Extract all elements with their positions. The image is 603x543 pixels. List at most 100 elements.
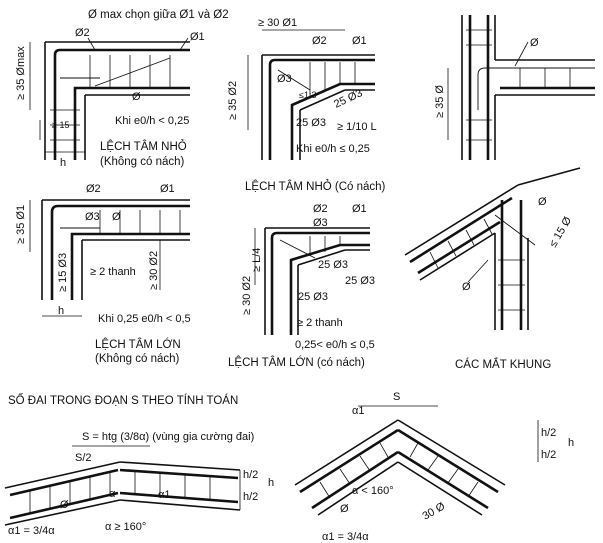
rafter-outline	[294, 419, 399, 486]
haunch-outline	[299, 89, 346, 111]
label-phi2: Ø2	[86, 183, 101, 195]
panel-steep-knee: S α1 h/2 h/2 h α < 160° Ø 30 Ø α1 = 3/4α	[294, 391, 574, 543]
rafter-rebar	[9, 491, 119, 520]
label-phi: Ø	[462, 281, 471, 293]
label-phi: Ø	[538, 196, 547, 208]
caption-4: LỆCH TÂM LỚN (có nách)	[228, 356, 365, 369]
stirrup	[447, 468, 459, 484]
dim-h2: h/2	[243, 491, 258, 503]
label-phi1: Ø1	[160, 183, 175, 195]
label-alpha: α	[109, 488, 116, 500]
leader-line	[514, 41, 529, 67]
caption-1: LỆCH TÂM NHỎ	[100, 140, 187, 153]
dim-h: h	[568, 437, 574, 449]
condition-alpha1: α1 = 3/4α	[322, 531, 369, 543]
anchor-bar	[279, 239, 316, 259]
label-phi2: Ø2	[312, 35, 327, 47]
label-phi: Ø	[132, 91, 141, 103]
panel-column-joint: Ø ≥ 35 Ø	[434, 15, 595, 160]
label-phi: Ø	[112, 211, 121, 223]
stirrup	[465, 229, 475, 246]
dim-ge30phi2: ≥ 30 Ø2	[241, 276, 253, 315]
panel-small-eccentricity-haunch: ≥ 30 Ø1 Ø2 Ø1 ≥ 35 Ø2 Ø3 ≤1:3 25 Ø3 25 Ø…	[227, 17, 386, 193]
stirrup	[319, 481, 331, 499]
haunch-outline	[297, 249, 346, 266]
dim-h2: h/2	[541, 449, 556, 461]
dim-h2: h/2	[541, 427, 556, 439]
bottom-rebar	[73, 86, 190, 160]
dim-le15phi: ≤ 15 Ø	[547, 215, 574, 250]
dim-25phi3: 25 Ø3	[318, 259, 348, 271]
label-phi: Ø	[60, 499, 69, 511]
dim-h2: h/2	[243, 469, 258, 481]
stirrup	[467, 481, 479, 498]
label-phi: Ø	[530, 37, 539, 49]
stirrup	[483, 218, 493, 235]
leader-line	[87, 37, 96, 51]
bottom-rebar	[70, 232, 190, 300]
dim-h: h	[58, 305, 64, 317]
rafter-outline	[4, 499, 121, 526]
dim-ge15phi3: ≥ 15 Ø3	[57, 253, 69, 292]
label-phi1: Ø1	[190, 31, 205, 43]
dim-geL4: ≥ L/4	[251, 248, 263, 272]
stirrup	[429, 251, 439, 269]
condition-alpha-ge: α ≥ 160°	[105, 521, 146, 533]
label-alpha1: α1	[158, 489, 170, 501]
panel-small-eccentricity-no-haunch: ≥ 35 Ømax ≥ 15 h Ø2 Ø1 Ø Khi e0/h < 0,25…	[15, 27, 205, 169]
panel-shallow-knee: S = htg (3/8α) (vùng gia cường đai) S/2 …	[4, 431, 274, 537]
rafter-outline	[4, 461, 121, 489]
top-rebar	[270, 231, 370, 335]
rafter-rebar	[299, 428, 399, 494]
diagonal-bar	[94, 57, 171, 87]
top-note: Ø max chọn giữa Ø1 và Ø2	[88, 9, 229, 21]
condition-c3: Khi 0,25 e0/h < 0,5	[98, 313, 191, 325]
dim-ge35phi2: ≥ 35 Ø2	[227, 81, 239, 120]
haunch-rebar	[289, 243, 370, 335]
rafter-outline	[517, 167, 581, 186]
stirrup	[339, 468, 351, 485]
haunch-rebar	[290, 82, 375, 160]
dim-ge2thanh: ≥ 2 thanh	[90, 266, 136, 278]
caption-1b: (Không có nách)	[100, 156, 185, 168]
label-alpha1: α1	[352, 405, 364, 417]
condition-c4: 0,25< e0/h ≤ 0,5	[295, 339, 375, 351]
dim-ge30phi2: ≥ 30 Ø2	[148, 251, 160, 290]
label-phi3: Ø3	[277, 73, 292, 85]
label-phi3: Ø3	[313, 217, 328, 229]
label-phi2: Ø2	[313, 203, 328, 215]
panel-sloped-frame-joint: Ø ≤ 15 Ø Ø CÁC MẮT KHUNG	[404, 167, 581, 371]
condition-c1: Khi e0/h < 0,25	[115, 115, 189, 127]
dim-ge15: ≥ 15	[52, 120, 69, 130]
caption-3b: (Không có nách)	[95, 353, 180, 365]
rafter-outline	[419, 232, 496, 281]
formula: S = htg (3/8α) (vùng gia cường đai)	[82, 431, 254, 443]
stirrup	[427, 455, 439, 471]
dim-ge2thanh: ≥ 2 thanh	[297, 317, 343, 329]
panel-large-eccentricity-haunch: Ø2 Ø1 Ø3 ≥ L/4 ≥ 30 Ø2 25 Ø3 25 Ø3 25 Ø3…	[228, 203, 375, 369]
leader-line	[467, 259, 489, 283]
rafter-outline	[404, 184, 519, 256]
caption-3: LỆCH TÂM LỚN	[95, 338, 181, 351]
dim-ge35phi: ≥ 35 Ø	[434, 85, 446, 118]
section-title: SỐ ĐAI TRONG ĐOẠN S THEO TÍNH TOÁN	[8, 393, 238, 407]
top-rebar	[53, 48, 190, 160]
dim-ge30phi1: ≥ 30 Ø1	[258, 17, 297, 29]
anchor-bar	[277, 69, 311, 91]
rafter-rebar	[119, 491, 239, 504]
dim-le13: ≤1:3	[299, 90, 316, 100]
rafter-outline	[397, 461, 483, 516]
dim-h: h	[60, 157, 66, 169]
dim-ge35phimax: ≥ 35 Ømax	[15, 46, 27, 100]
rafter-rebar	[119, 468, 239, 480]
rafter-rebar	[397, 450, 489, 510]
top-rebar	[268, 58, 375, 160]
rafter-rebar	[397, 428, 499, 494]
knee-bar	[494, 214, 536, 246]
rafter-rebar	[417, 220, 501, 275]
caption-5: CÁC MẮT KHUNG	[455, 358, 551, 371]
stirrup	[359, 455, 371, 472]
top-rebar	[50, 204, 190, 300]
